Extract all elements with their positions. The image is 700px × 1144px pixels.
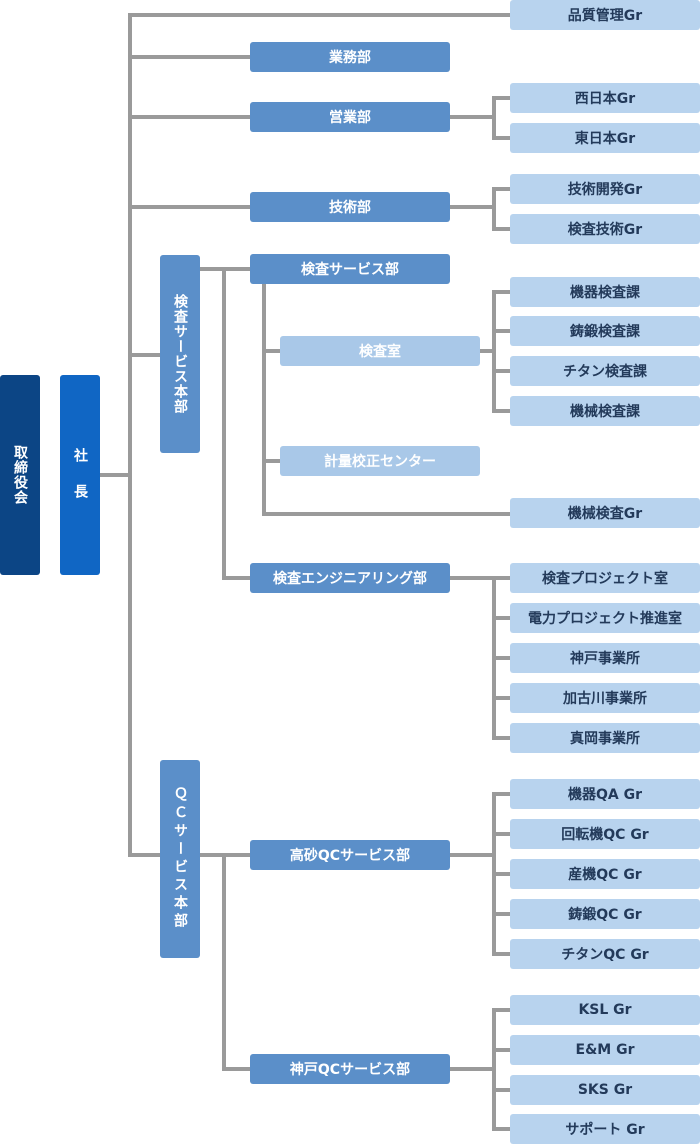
inspection-room: 検査室: [280, 336, 480, 366]
machine-inspection-group: 機械検査Gr: [510, 498, 700, 528]
power-project-office: 電力プロジェクト推進室: [510, 603, 700, 633]
equipment-qa-group: 機器QA Gr: [510, 779, 700, 809]
machine-inspection-section: 機械検査課: [510, 396, 700, 426]
casting-forging-inspection-section: 鋳鍛検査課: [510, 316, 700, 346]
sks-group: SKS Gr: [510, 1075, 700, 1105]
qc-service-hq: ＱＣサービス本部: [160, 760, 200, 958]
calibration-center: 計量校正センター: [280, 446, 480, 476]
kobe-qc-department: 神戸QCサービス部: [250, 1054, 450, 1084]
east-japan-group: 東日本Gr: [510, 123, 700, 153]
kobe-office: 神戸事業所: [510, 643, 700, 673]
inspection-tech-group: 検査技術Gr: [510, 214, 700, 244]
quality-management-group: 品質管理Gr: [510, 0, 700, 30]
em-group: E&M Gr: [510, 1035, 700, 1065]
president: 社 長: [60, 375, 100, 575]
eigyo-department: 営業部: [250, 102, 450, 132]
west-japan-group: 西日本Gr: [510, 83, 700, 113]
moka-office: 真岡事業所: [510, 723, 700, 753]
kakogawa-office: 加古川事業所: [510, 683, 700, 713]
ksl-group: KSL Gr: [510, 995, 700, 1025]
inspection-engineering-department: 検査エンジニアリング部: [250, 563, 450, 593]
tech-development-group: 技術開発Gr: [510, 174, 700, 204]
titanium-inspection-section: チタン検査課: [510, 356, 700, 386]
support-group: サポート Gr: [510, 1114, 700, 1144]
casting-forging-qc-group: 鋳鍛QC Gr: [510, 899, 700, 929]
rotating-machine-qc-group: 回転機QC Gr: [510, 819, 700, 849]
inspection-project-office: 検査プロジェクト室: [510, 563, 700, 593]
gijutsu-department: 技術部: [250, 192, 450, 222]
inspection-service-hq: 検査サービス本部: [160, 255, 200, 453]
board-of-directors: 取締役会: [0, 375, 40, 575]
takasago-qc-department: 高砂QCサービス部: [250, 840, 450, 870]
gyomu-department: 業務部: [250, 42, 450, 72]
equipment-inspection-section: 機器検査課: [510, 277, 700, 307]
industrial-machine-qc-group: 産機QC Gr: [510, 859, 700, 889]
titanium-qc-group: チタンQC Gr: [510, 939, 700, 969]
inspection-service-department: 検査サービス部: [250, 254, 450, 284]
